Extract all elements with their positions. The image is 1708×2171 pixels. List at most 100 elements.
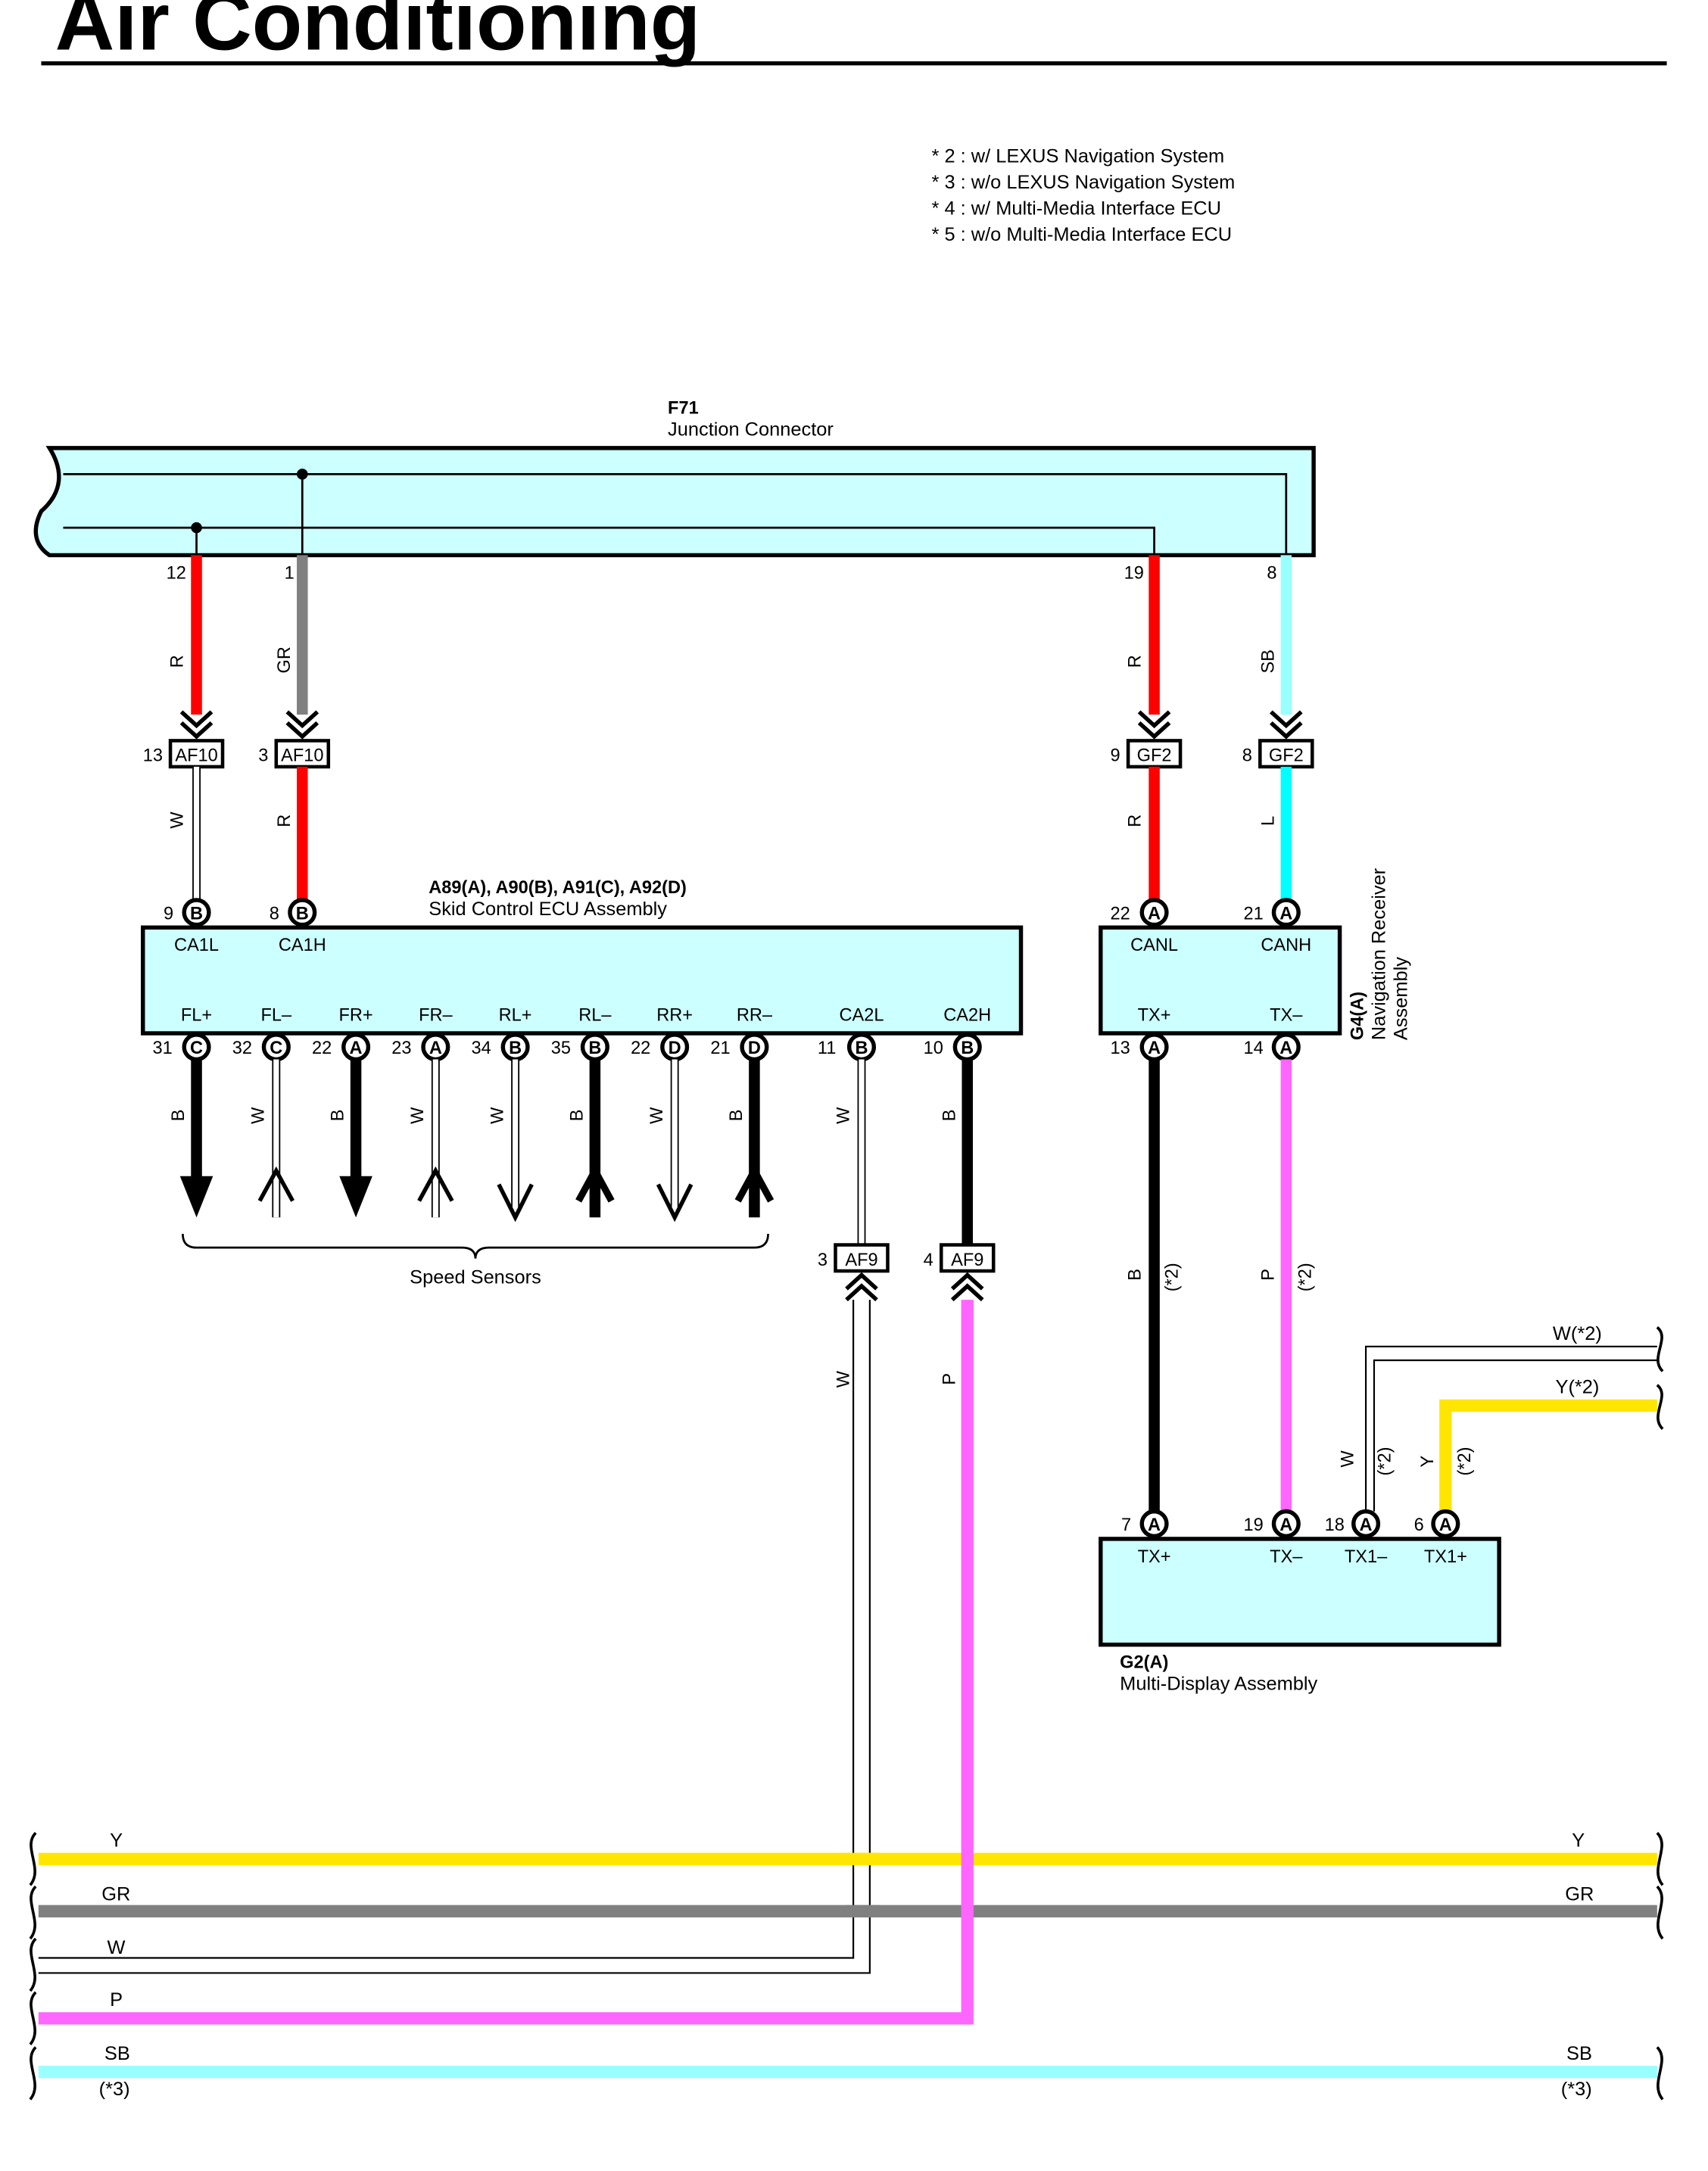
page-title: Air Conditioning (55, 0, 701, 68)
wire-label: W (647, 1107, 666, 1124)
chevron-down-icon (1137, 710, 1171, 740)
wire-note-nav-tx-plus: (*2) (1161, 1263, 1181, 1291)
nav-pin-signal: TX+ (1138, 1005, 1171, 1025)
arrow-down-icon (179, 1176, 214, 1218)
skid-pin-signal: CA1L (174, 935, 219, 955)
skid-bottom-pin: FR+ A 22 (312, 1005, 373, 1062)
speed-sensors-brace (182, 1233, 769, 1259)
skid-pin-conn: B (509, 1038, 522, 1057)
chevron-up-icon (257, 1166, 295, 1202)
skid-pin-conn: C (190, 1038, 203, 1057)
wire-label: W (487, 1107, 506, 1124)
skid-pin-conn: C (270, 1038, 282, 1057)
bus-label-gr-right: GR (1565, 1883, 1594, 1905)
wire-label-af10-13: W (167, 811, 186, 829)
skid-control-ecu: A89(A), A90(B), A91(C), A92(D) Skid Cont… (141, 877, 1024, 1062)
skid-pin-number: 34 (472, 1038, 491, 1057)
bus-note-sb-left: (*3) (99, 2079, 130, 2100)
nav-pin-signal: CANL (1130, 935, 1178, 955)
chevron-down-icon (285, 710, 319, 740)
nav-pin-number: 13 (1110, 1038, 1130, 1057)
wire-label-gf2-9: R (1124, 815, 1144, 827)
skid-pin-signal: RR+ (656, 1005, 693, 1025)
skid-pin-conn: D (748, 1038, 761, 1057)
bus-w-inner (38, 1300, 855, 1959)
wire-label-nav-tx-minus: P (1258, 1269, 1277, 1281)
skid-pin-signal: FR– (419, 1005, 453, 1025)
skid-bottom-pin: FR– A 23 (391, 1005, 453, 1062)
f71-internal-ca1h-canh (301, 472, 1288, 556)
skid-pin-signal: RL+ (499, 1005, 532, 1025)
mda-pin-conn: A (1279, 1515, 1292, 1534)
skid-pin-number: 11 (818, 1038, 836, 1057)
break-mark-icon (29, 1937, 37, 1992)
skid-pin-conn: B (855, 1038, 868, 1057)
speed-sensors-label: Speed Sensors (410, 1266, 541, 1288)
multi-display-assembly: G2(A) Multi-Display Assembly A 7 TX+ A 1… (1099, 1509, 1501, 1695)
connector-af9-right-pin: 4 (924, 1250, 933, 1269)
skid-bottom-pin: RL+ B 34 (472, 1005, 532, 1062)
nav-pin-conn: A (1148, 903, 1161, 923)
mda-body (1099, 1537, 1501, 1647)
mda-pin-signal: TX+ (1138, 1546, 1171, 1566)
skid-pin-circle (288, 898, 317, 927)
f71-name: Junction Connector (668, 419, 834, 441)
bus-label-gr-left: GR (101, 1883, 130, 1905)
mda-pin-circle (1351, 1509, 1381, 1539)
mda-pin-number: 19 (1244, 1515, 1264, 1534)
skid-pin-number: 32 (232, 1038, 252, 1057)
connector-boxes-upper: AF10 13 AF10 3 GF2 9 GF2 8 (143, 739, 1314, 769)
wire-label: B (939, 1109, 958, 1121)
arrow-down-icon (339, 1176, 372, 1218)
f71-internal-ca1l-canl (195, 526, 1155, 556)
nav-pin-signal: CANH (1261, 935, 1311, 955)
bus-label-y-left: Y (110, 1830, 123, 1851)
wire-label-f71-8: SB (1258, 649, 1277, 673)
nav-pin-conn: A (1279, 903, 1292, 923)
nav-body (1099, 925, 1342, 1036)
skid-pin-signal: RL– (578, 1005, 612, 1025)
bus-label-w: W (108, 1937, 126, 1958)
wire-label-right-y: Y(*2) (1556, 1377, 1600, 1398)
down-chevrons (179, 710, 1303, 740)
wire-label-right-w: W(*2) (1553, 1323, 1602, 1344)
wire-label-af10-3: R (274, 815, 294, 827)
bus-w-outer (38, 1300, 871, 1974)
break-mark-icon (1656, 2046, 1664, 2101)
notes-legend: * 2 : w/ LEXUS Navigation System * 3 : w… (932, 145, 1236, 245)
skid-pin-number: 21 (710, 1038, 730, 1057)
break-mark-icon (1656, 1885, 1664, 1940)
skid-pin-number: 22 (312, 1038, 332, 1057)
navigation-receiver: G4(A) Navigation Receiver Assembly A 22 … (1099, 867, 1412, 1062)
skid-pin-number: 35 (551, 1038, 571, 1057)
skid-pin-signal: FR+ (338, 1005, 372, 1025)
skid-pin-circle (182, 898, 211, 927)
mda-pin-conn: A (1360, 1515, 1373, 1534)
bottom-bus: W P Y Y GR GR W P SB SB (*3) (*3) (29, 1300, 1664, 2101)
nav-to-mda-wires: B (*2) P (*2) (1124, 1059, 1314, 1512)
wire-right-w-outer (1364, 1345, 1657, 1512)
nav-code: G4(A) (1347, 992, 1367, 1040)
skid-pin-number: 22 (631, 1038, 650, 1057)
wire-note-mda-18: (*2) (1375, 1447, 1395, 1475)
right-wires: W(*2) Y(*2) W (*2) Y (*2) (1338, 1323, 1664, 1512)
nav-pin-conn: A (1148, 1038, 1161, 1057)
skid-pin-signal: FL+ (181, 1005, 212, 1025)
skid-name: Skid Control ECU Assembly (429, 899, 667, 920)
nav-pin-signal: TX– (1270, 1005, 1303, 1025)
bus-p (38, 1300, 974, 2025)
f71-splice-1 (297, 469, 308, 480)
skid-bottom-pin: RR+ D 22 (631, 1005, 693, 1062)
break-mark-icon (1656, 1832, 1664, 1886)
note-3: * 3 : w/o LEXUS Navigation System (932, 172, 1236, 193)
bus-label-sb-right: SB (1566, 2043, 1592, 2064)
skid-pin-number: 8 (270, 903, 279, 923)
connector-gf2-left-label: GF2 (1137, 746, 1172, 765)
f71-code: F71 (668, 397, 699, 417)
break-mark-icon (1656, 1326, 1664, 1372)
wire-label-af9-4: P (939, 1373, 958, 1385)
note-4: * 4 : w/ Multi-Media Interface ECU (932, 198, 1221, 219)
mda-pin-number: 7 (1121, 1515, 1131, 1534)
connector-gf2-right-pin: 8 (1242, 746, 1252, 765)
